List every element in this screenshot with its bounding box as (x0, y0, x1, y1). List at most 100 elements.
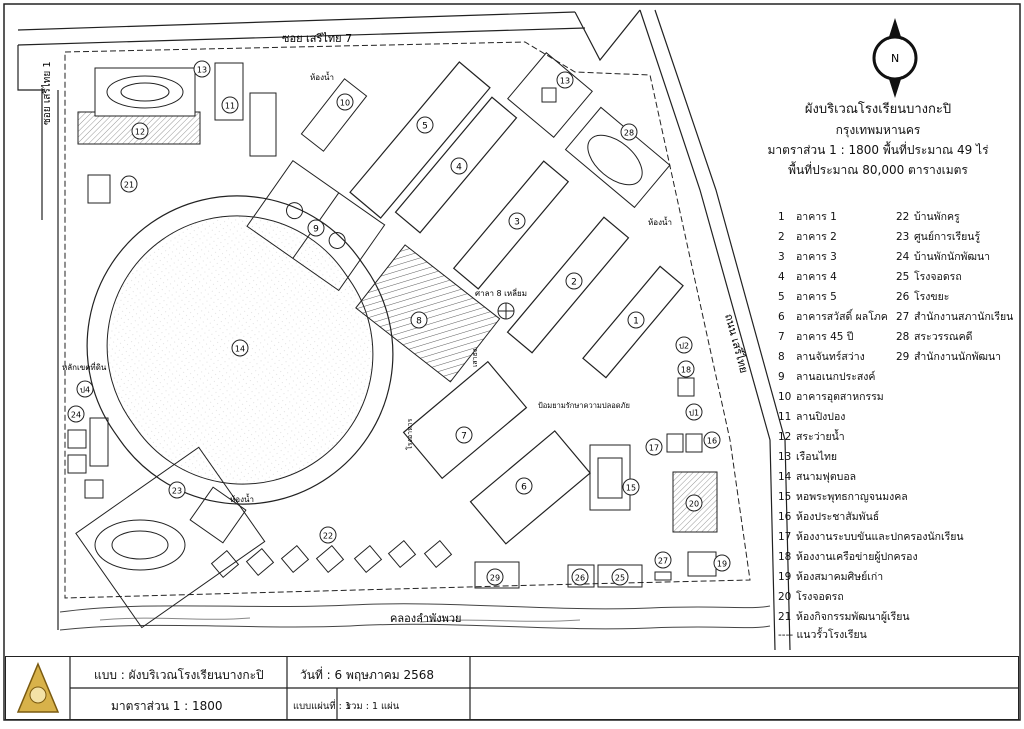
legend-text: ห้องสมาคมศิษย์เก่า (796, 571, 884, 583)
marker-circle (168, 481, 186, 499)
legend-text: สระว่ายน้ำ (796, 431, 845, 443)
building-11 (214, 62, 244, 121)
staff-houses (210, 539, 453, 579)
marker-circle (120, 175, 138, 193)
canal (59, 603, 771, 631)
legend-number: 24 (896, 251, 910, 263)
building-25 (597, 564, 643, 588)
legend-number: 21 (778, 611, 792, 623)
legend-number: 27 (896, 311, 910, 323)
legend-text: อาคารอุตสาหกรรม (796, 391, 884, 403)
legend-number: 20 (778, 591, 792, 603)
marker-number: 13 (560, 77, 570, 86)
marker-number: 6 (521, 483, 527, 493)
legend-number: 8 (778, 351, 785, 363)
legend-text: ห้องกิจกรรมพัฒนาผู้เรียน (796, 611, 910, 623)
marker-circle (556, 71, 574, 89)
legend-number: 18 (778, 551, 792, 563)
legend-text: อาคาร 1 (796, 211, 837, 223)
marker-circle (319, 526, 337, 544)
marker-circle (508, 212, 526, 230)
legend-number: 15 (778, 491, 792, 503)
fence-legend-label: แนวรั้วโรงเรียน (796, 629, 867, 641)
marker-circle (336, 93, 354, 111)
compass-north-letter: N (891, 52, 899, 65)
marker-number: 4 (456, 163, 462, 173)
marker-number: 3 (514, 218, 520, 228)
footer-date: วันที่ : 6 พฤษภาคม 2568 (300, 668, 434, 682)
canopy-8 (355, 244, 501, 383)
legend-text: สำนักงานสภานักเรียน (914, 311, 1014, 323)
marker-number: 11 (225, 102, 235, 111)
marker-circle (713, 554, 731, 572)
marker-number: 22 (323, 532, 333, 541)
outer-frame (3, 3, 1021, 721)
footer-total: รวม : 1 แผ่น (346, 701, 400, 712)
marker-number: 29 (490, 574, 500, 583)
marker-circle (675, 336, 693, 354)
canteen-label: โรงอาหาร (405, 418, 414, 450)
marker-number: 9 (313, 225, 319, 235)
fence-legend-symbol: ---- (778, 629, 794, 641)
marker-circle (486, 568, 504, 586)
building-3 (452, 160, 570, 290)
legend-text: โรงจอดรถ (914, 271, 962, 283)
marker-circle (645, 438, 663, 456)
building-29 (474, 561, 520, 589)
marker-circle (622, 478, 640, 496)
footer-plan: แบบ : ผังบริเวณโรงเรียนบางกะปิ (94, 668, 264, 682)
left-small-buildings (67, 174, 247, 544)
marker-number: 16 (707, 437, 717, 446)
marker-circle (410, 311, 428, 329)
marker-circle (193, 60, 211, 78)
legend-number: 2 (778, 231, 785, 243)
road-right-edge (639, 9, 776, 651)
flag-label: เสาธง (471, 349, 479, 367)
road-left-label: ซอย เสรีไทย 1 (41, 61, 53, 125)
marker-number: 21 (124, 181, 134, 190)
legend-number: 28 (896, 331, 910, 343)
marker-number: ป4 (80, 386, 90, 395)
marker-circle (677, 360, 695, 378)
legend-text: หอพระพุทธกาญจนมงคล (796, 491, 908, 503)
marker-number: 1 (633, 317, 639, 327)
legend-number: 6 (778, 311, 785, 323)
legend-text: ห้องประชาสัมพันธ์ (796, 511, 880, 523)
legend-number: 12 (778, 431, 792, 443)
legend-number: 26 (896, 291, 910, 303)
marker-number: 18 (681, 366, 691, 375)
road-top-label: ซอย เสรีไทย 7 (282, 32, 352, 45)
marker-number: 27 (658, 557, 668, 566)
building-13-house (507, 52, 593, 138)
legend-number: 19 (778, 571, 792, 583)
marker-number: 19 (717, 560, 727, 569)
legend-text: สนามฟุตบอล (796, 471, 857, 483)
safety-office-label: ป้อมยามรักษาความปลอดภัย (538, 401, 630, 410)
right-small-buildings (666, 377, 703, 453)
marker-number: 12 (135, 128, 145, 137)
legend-text: ลานอเนกประสงค์ (796, 371, 876, 383)
legend-text: โรงขยะ (914, 291, 950, 303)
marker-number: 8 (416, 317, 422, 327)
legend-text: อาคาร 2 (796, 231, 837, 243)
legend-item-26: 26 โรงขยะ (896, 287, 1013, 307)
marker-circle (703, 431, 721, 449)
legend-text: สำนักงานนักพัฒนา (914, 351, 1002, 363)
marker-circle (76, 380, 94, 398)
sala-octagon (497, 302, 515, 320)
road-right-edge-2 (654, 9, 791, 651)
boundary-pin-label: หลักเขตที่ดิน (62, 361, 107, 372)
marker-circle (627, 311, 645, 329)
legend-text: สระวรรณคดี (914, 331, 973, 343)
legend-text: ลานปิงปอง (796, 411, 846, 423)
